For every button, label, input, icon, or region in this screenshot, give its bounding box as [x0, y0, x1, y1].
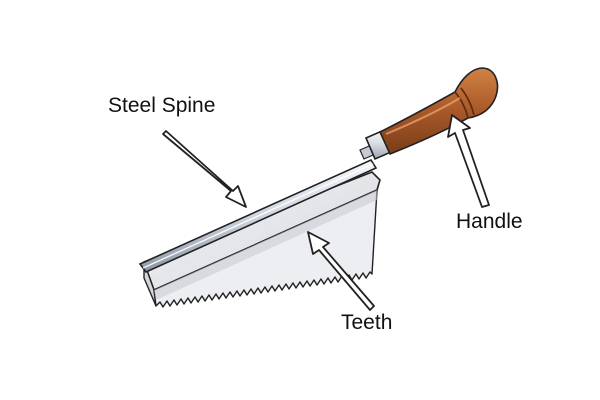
- steel-spine: [138, 142, 381, 273]
- steel-spine-arrow: [162, 130, 247, 208]
- label-handle: Handle: [456, 210, 523, 233]
- label-steel-spine: Steel Spine: [108, 94, 215, 117]
- handle-arrow: [447, 114, 490, 208]
- teeth-arrow: [307, 231, 375, 311]
- saw-handle: [379, 67, 499, 155]
- saw-blade: [142, 171, 381, 308]
- dovetail-saw-icon: [138, 67, 499, 308]
- label-teeth: Teeth: [341, 311, 392, 334]
